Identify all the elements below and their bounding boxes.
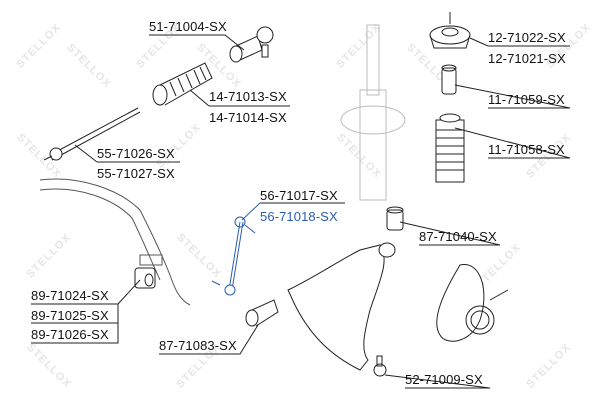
tie-rod-end-part xyxy=(229,26,274,63)
part-number-tie-rod-2: 55-71027-SX xyxy=(97,166,175,181)
strut-mount-part xyxy=(429,12,471,49)
part-number-ball-joint: 52-71009-SX xyxy=(405,372,483,387)
part-number-stabilizer-link-1: 56-71017-SX xyxy=(260,188,338,203)
part-number-rear-bushing: 87-71040-SX xyxy=(419,229,497,244)
part-number-stabilizer-bushing-3: 89-71026-SX xyxy=(31,327,109,342)
part-number-strut-mount-2: 12-71021-SX xyxy=(488,51,566,66)
part-number-dust-boot: 11-71058-SX xyxy=(488,142,565,157)
part-number-steering-boot-1: 14-71013-SX xyxy=(209,89,287,104)
part-number-steering-boot-2: 14-71014-SX xyxy=(209,110,287,125)
stabilizer-bushing-part xyxy=(134,267,156,289)
leader-lines xyxy=(31,34,571,389)
steering-knuckle-part xyxy=(436,264,509,342)
part-number-strut-mount-1: 12-71022-SX xyxy=(488,30,566,45)
strut-part xyxy=(340,24,406,201)
rear-bushing-part xyxy=(386,206,404,231)
tie-rod-part xyxy=(43,107,141,161)
steering-boot-part xyxy=(152,62,213,106)
part-number-tie-rod-end: 51-71004-SX xyxy=(149,19,227,34)
part-number-bump-stop: 11-71059-SX xyxy=(488,92,565,107)
part-number-tie-rod-1: 55-71026-SX xyxy=(97,146,175,161)
front-bushing-part xyxy=(245,299,279,327)
stabilizer-link-part xyxy=(211,216,256,296)
bump-stop-part xyxy=(441,64,457,95)
part-number-front-bushing: 87-71083-SX xyxy=(159,338,237,353)
control-arm-part xyxy=(287,242,396,377)
part-number-stabilizer-bushing-1: 89-71024-SX xyxy=(31,288,109,303)
part-number-stabilizer-bushing-2: 89-71025-SX xyxy=(31,308,109,323)
dust-boot-part xyxy=(435,113,465,183)
part-number-stabilizer-link-2-highlighted: 56-71018-SX xyxy=(260,209,338,224)
stabilizer-bar-part xyxy=(39,178,191,306)
